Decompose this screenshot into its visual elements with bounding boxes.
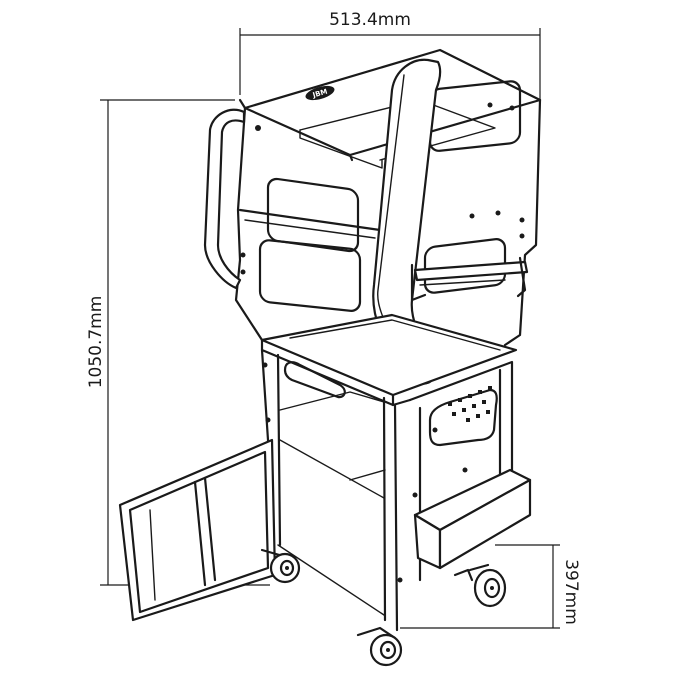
caster-back [453, 568, 474, 582]
height-label: 1050.7mm [86, 296, 106, 389]
pegboard-holes [448, 386, 492, 422]
left-handle [203, 108, 246, 290]
lower-height-label: 397mm [561, 559, 581, 625]
wheel-front-left [260, 548, 301, 584]
lower-height-dimension: 397mm [400, 544, 581, 629]
wheel-back-left [356, 626, 403, 667]
jbm-logo: JBM [305, 85, 335, 101]
width-dimension: 513.4mm [239, 10, 541, 100]
width-label: 513.4mm [329, 10, 411, 30]
worktop [260, 313, 518, 407]
cabinet-door [118, 438, 277, 622]
side-tray [413, 468, 532, 570]
wheel-front-right [468, 563, 507, 608]
roll-holder-bar [410, 256, 529, 302]
